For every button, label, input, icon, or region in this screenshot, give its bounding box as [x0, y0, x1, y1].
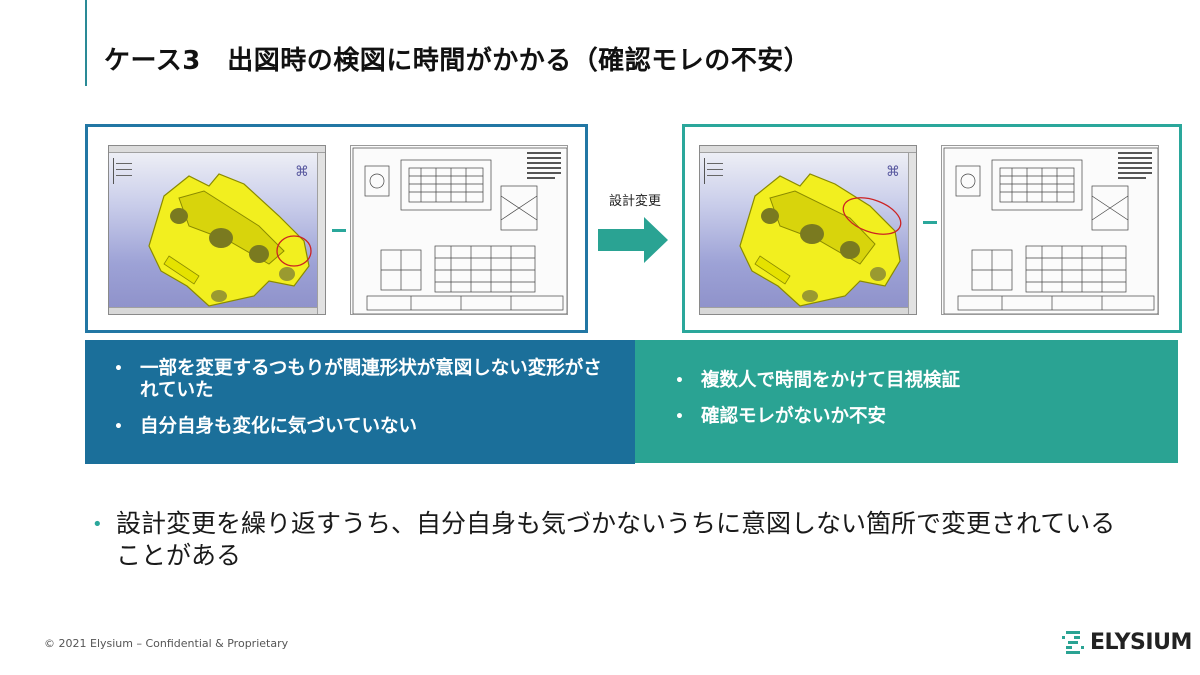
page-title: ケース3 出図時の検図に時間がかかる（確認モレの不安）: [104, 46, 811, 76]
bullet-icon: •: [114, 361, 123, 377]
problem-panel: •一部を変更するつもりが関連形状が意図しない変形がされていた •自分自身も変化に…: [85, 340, 635, 464]
compass-icon: ⌘: [886, 164, 900, 180]
title-accent-bar: [85, 0, 87, 86]
list-item: •確認モレがないか不安: [675, 406, 887, 427]
engineering-drawing-graphic: [943, 147, 1158, 314]
cad-spec-tree: [113, 158, 141, 184]
compass-icon: ⌘: [295, 164, 309, 180]
highlight-circle: [842, 197, 902, 235]
bullet-icon: •: [675, 373, 684, 389]
cad-model-view-before: ⌘: [108, 145, 326, 315]
list-item: •一部を変更するつもりが関連形状が意図しない変形がされていた: [114, 358, 602, 401]
after-image-frame: ⌘: [682, 124, 1182, 333]
drawing-sheet-after: [941, 145, 1159, 315]
cad-part-graphic: [148, 173, 312, 307]
cad-toolbar: [700, 146, 916, 153]
before-image-frame: ⌘: [85, 124, 588, 333]
cad-statusbar: [700, 307, 908, 314]
bullet-icon: •: [675, 409, 684, 425]
cad-sidebar: [317, 153, 325, 314]
list-item: •複数人で時間をかけて目視検証: [675, 370, 961, 391]
right-arrow-icon: [598, 217, 668, 263]
consequence-list: •複数人で時間をかけて目視検証 •確認モレがないか不安: [675, 370, 1141, 428]
summary-bullet: • 設計変更を繰り返すうち、自分自身も気づかないうちに意図しない箇所で変更されて…: [92, 508, 1132, 572]
connector-line: [923, 221, 937, 224]
problem-list: •一部を変更するつもりが関連形状が意図しない変形がされていた •自分自身も変化に…: [114, 358, 610, 438]
copyright-footer: © 2021 Elysium – Confidential & Propriet…: [44, 637, 289, 650]
cad-statusbar: [109, 307, 317, 314]
cad-spec-tree: [704, 158, 732, 184]
bullet-icon: •: [114, 419, 123, 435]
consequence-panel: •複数人で時間をかけて目視検証 •確認モレがないか不安: [635, 340, 1178, 463]
elysium-logo-icon: [1062, 631, 1084, 654]
list-item: •自分自身も変化に気づいていない: [114, 416, 417, 437]
logo-text: ELYSIUM: [1090, 629, 1192, 655]
design-change-label: 設計変更: [609, 194, 662, 209]
cad-toolbar: [109, 146, 325, 153]
highlight-circle: [276, 235, 312, 267]
engineering-drawing-graphic: [352, 147, 567, 314]
cad-sidebar: [908, 153, 916, 314]
elysium-logo: ELYSIUM: [1062, 628, 1192, 656]
cad-part-graphic: [739, 173, 902, 307]
summary-text: 設計変更を繰り返すうち、自分自身も気づかないうちに意図しない箇所で変更されている…: [116, 509, 1116, 570]
connector-line: [332, 229, 346, 232]
cad-model-view-after: ⌘: [699, 145, 917, 315]
bullet-icon: •: [92, 514, 103, 535]
drawing-sheet-before: [350, 145, 568, 315]
